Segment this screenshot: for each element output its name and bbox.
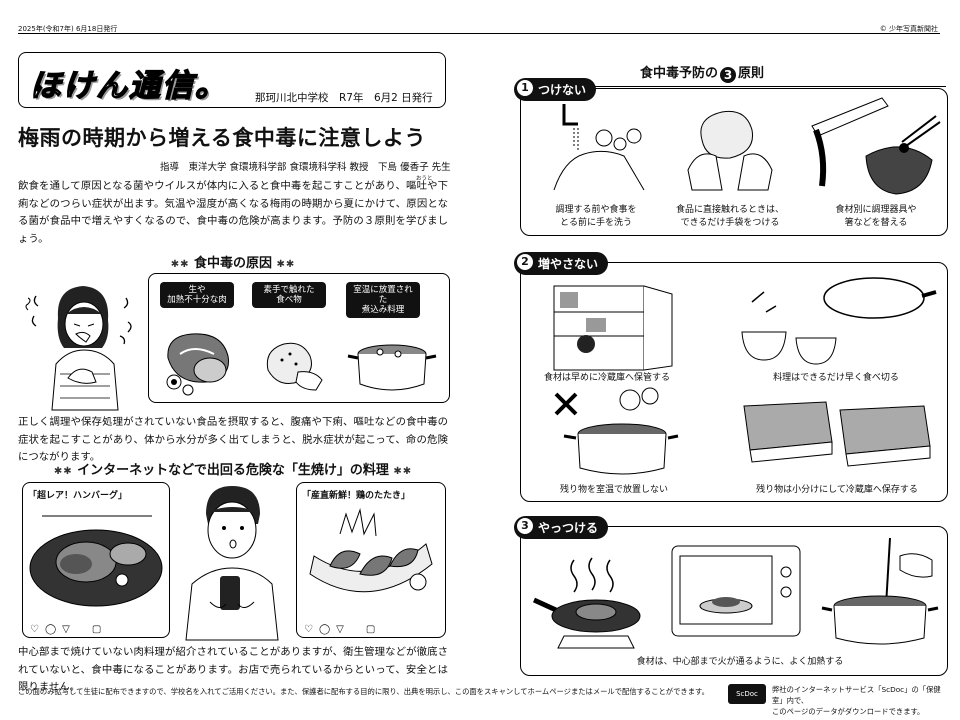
chicken-tataki-illustration xyxy=(309,508,433,593)
rules-title-pre: 食中毒予防の xyxy=(640,66,719,81)
rule1-caption-1: 調理する前や食事を とる前に手を洗う xyxy=(555,205,637,228)
rule-badge-3: 3 やっつける xyxy=(514,516,609,539)
scdoc-logo: ScDoc xyxy=(728,684,766,704)
rule-section-2 xyxy=(520,262,948,502)
pot-left-out-illustration xyxy=(554,387,679,475)
star-icon: ✱✱ xyxy=(53,466,78,477)
rule-section-3 xyxy=(520,526,948,676)
ruby-outo: おうと xyxy=(416,176,433,182)
handwashing-illustration xyxy=(553,104,645,191)
rule-section-1 xyxy=(520,88,948,236)
internet-heading-text: インターネットなどで出回る危険な「生焼け」の料理 xyxy=(77,463,389,478)
star-icon: ✱✱ xyxy=(272,259,296,270)
footer-download-note: 弊社のインターネットサービス「ScDoc」の「保健室」内で、 このページのデータ… xyxy=(772,685,941,716)
star-icon: ✱✱ xyxy=(170,259,194,270)
post-card-hamburger xyxy=(22,482,170,638)
rule-label-3: やっつける xyxy=(538,521,599,535)
post-label-chicken: 「産直新鮮！鶏のたたき」 xyxy=(302,491,411,501)
rule1-caption-2: 食品に直接触れるときは、 できるだけ手袋をつける xyxy=(675,205,784,228)
star-icon: ✱✱ xyxy=(388,466,413,477)
causes-paragraph: 正しく調理や保存処理がされていない食品を摂取すると、腹痛や下痢、嘔吐などの食中毒… xyxy=(18,416,448,463)
rule2-caption-3: 残り物を室温で放置しない xyxy=(559,485,668,495)
rule3-caption-1: 食材は、中心部まで火が通るように、よく加熱する xyxy=(636,657,844,667)
sick-student-illustration xyxy=(25,286,132,411)
publisher-credit: © 少年写真新聞社 xyxy=(879,25,938,33)
frying-pan-illustration xyxy=(532,557,641,649)
rule-badge-1: 1 つけない xyxy=(514,78,597,101)
rule-number-1: 1 xyxy=(516,79,534,97)
stirring-pot-illustration xyxy=(821,537,939,645)
post-actions-icon: ♡◯▽ ▢ xyxy=(304,624,382,635)
causes-heading-text: 食中毒の原因 xyxy=(193,256,272,271)
rule-number-3: 3 xyxy=(516,517,534,535)
post-label-hamburger: 「超レア！ハンバーグ」 xyxy=(28,491,128,501)
raw-meat-illustration xyxy=(166,333,230,396)
microwave-illustration xyxy=(671,545,801,637)
issue-date: 2025年(令和7年) 6月18日発行 xyxy=(18,25,118,33)
cause-tag-bare-hands: 素手で触れた 食べ物 xyxy=(252,282,326,308)
rare-hamburger-illustration xyxy=(29,515,163,607)
headline: 梅雨の時期から増える食中毒に注意しよう xyxy=(18,126,426,150)
rules-title-post: 原則 xyxy=(738,66,765,81)
causes-heading: ✱✱ 食中毒の原因 ✱✱ xyxy=(18,252,448,271)
rule2-caption-4: 残り物は小分けにして冷蔵庫へ保存する xyxy=(756,485,918,495)
containers-fridge-illustration xyxy=(743,401,931,467)
gloved-hands-illustration xyxy=(687,110,773,191)
cause-tag-raw-meat: 生や 加熱不十分な肉 xyxy=(160,282,234,308)
rule1-caption-3: 食材別に調理器具や 箸などを替える xyxy=(835,205,917,228)
intro-paragraph: 飲食を通して原因となる菌やウイルスが体内に入ると食中毒を起こすことがあり、嘔吐や… xyxy=(18,180,448,245)
rule-label-2: 増やさない xyxy=(538,257,599,271)
separate-utensils-illustration xyxy=(811,97,941,195)
rule-label-1: つけない xyxy=(538,83,587,97)
rule-number-2: 2 xyxy=(516,253,534,271)
cause-tag-stew: 室温に放置された 煮込み料理 xyxy=(346,282,420,318)
hand-food-illustration xyxy=(266,342,323,391)
bowls-eat-quickly-illustration xyxy=(741,277,937,365)
refrigerator-illustration xyxy=(553,285,673,371)
rules-title-number: 3 xyxy=(720,67,737,83)
rules-title-rule xyxy=(518,86,946,87)
masthead-title: ほけん通信。 xyxy=(29,67,228,104)
rule2-caption-2: 料理はできるだけ早く食べ切る xyxy=(773,373,899,383)
top-rule xyxy=(18,33,940,34)
post-actions-icon: ♡◯▽ ▢ xyxy=(30,624,108,635)
internet-paragraph: 中心部まで焼けていない肉料理が紹介されていることがありますが、衛生管理などが徹底… xyxy=(18,646,448,693)
rule-badge-2: 2 増やさない xyxy=(514,252,609,275)
masthead-frame xyxy=(18,52,446,108)
rule2-caption-1: 食材は早めに冷蔵庫へ保管する xyxy=(543,373,670,383)
footer-usage-note: この面のみ拡写して生徒に配布できますので、学校名を入れてご活用ください。また、保… xyxy=(18,687,709,696)
internet-heading: ✱✱ インターネットなどで出回る危険な「生焼け」の料理 ✱✱ xyxy=(18,459,448,478)
stew-pot-illustration xyxy=(347,344,437,391)
boy-with-smartphone-illustration xyxy=(185,486,279,641)
school-issue-line: 那珂川北中学校 R7年 6月2 日発行 xyxy=(255,92,433,104)
author-credit: 指導 東洋大学 食環境科学部 食環境科学科 教授 下島 優香子 先生 xyxy=(160,162,451,173)
causes-panel xyxy=(148,273,450,403)
post-card-chicken xyxy=(296,482,446,638)
